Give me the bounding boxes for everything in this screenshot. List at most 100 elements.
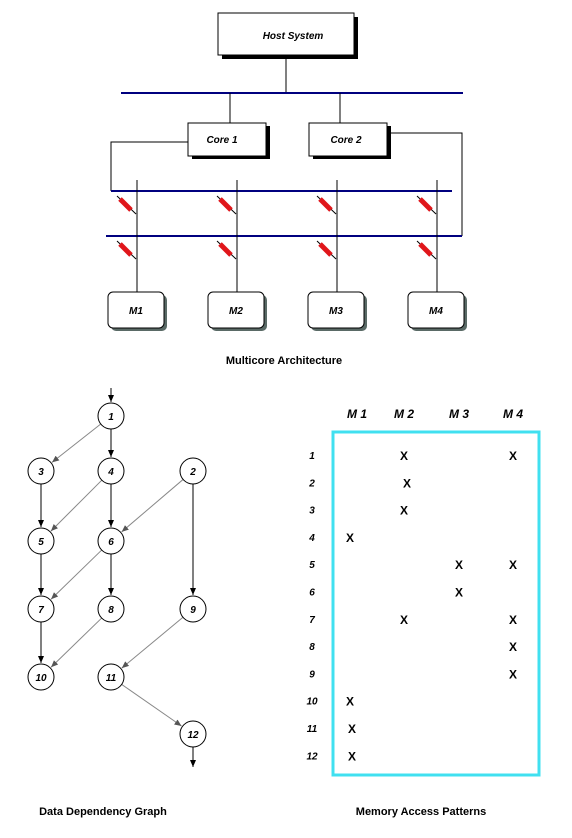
row-header-6: 6 (309, 588, 315, 599)
memory-column-2: M2 (207, 180, 267, 331)
memory-box-1: M1 (107, 291, 167, 331)
graph-node-8: 8 (97, 595, 125, 623)
access-mark-r1-m4: X (509, 449, 517, 463)
access-mark-r11-m1: X (348, 722, 356, 736)
switch-lower-2 (216, 240, 237, 260)
graph-node-label: 3 (38, 467, 44, 478)
graph-node-label: 9 (190, 605, 196, 616)
graph-node-1: 1 (97, 402, 125, 430)
row-header-2: 2 (308, 478, 315, 489)
core-1-box: Core 1 (187, 122, 270, 159)
row-header-1: 1 (309, 451, 315, 462)
switch-lower-4 (416, 240, 437, 260)
memory-label: M4 (429, 306, 443, 317)
access-mark-r4-m1: X (346, 531, 354, 545)
graph-node-5: 5 (27, 527, 55, 555)
access-mark-r3-m2: X (400, 504, 408, 518)
row-header-9: 9 (309, 669, 315, 680)
row-header-4: 4 (308, 533, 315, 544)
edge-4-5 (50, 479, 103, 532)
graph-node-10: 10 (27, 663, 55, 691)
row-header-11: 11 (307, 724, 318, 735)
graph-node-label: 1 (108, 412, 114, 423)
column-header-1: M 1 (347, 407, 367, 421)
switch-upper-4 (416, 195, 437, 215)
switch-upper-2 (216, 195, 237, 215)
core-2-label: Core 2 (330, 135, 362, 146)
access-mark-r5-m3: X (455, 558, 463, 572)
graph-node-label: 5 (38, 537, 44, 548)
access-mark-r1-m2: X (400, 449, 408, 463)
host-system-label: Host System (263, 31, 324, 42)
graph-node-label: 2 (189, 467, 196, 478)
graph-node-3: 3 (27, 457, 55, 485)
access-column-headers: M 1 M 2 M 3 M 4 (347, 407, 523, 421)
graph-node-9: 9 (179, 595, 207, 623)
row-header-12: 12 (306, 751, 318, 762)
graph-edges (38, 388, 196, 767)
graph-node-label: 10 (35, 673, 47, 684)
access-mark-r12-m1: X (348, 749, 356, 763)
row-header-3: 3 (309, 506, 315, 517)
row-header-8: 8 (309, 642, 315, 653)
graph-node-4: 4 (97, 457, 125, 485)
row-header-7: 7 (309, 615, 315, 626)
memory-columns: M1 M2 M3 M4 (107, 180, 467, 331)
access-mark-r7-m2: X (400, 613, 408, 627)
edge-11-12 (121, 684, 182, 727)
column-header-2: M 2 (394, 407, 414, 421)
access-mark-r7-m4: X (509, 613, 517, 627)
memory-box-2: M2 (207, 291, 267, 331)
memory-column-1: M1 (107, 180, 167, 331)
memory-column-4: M4 (407, 180, 467, 331)
memory-label: M1 (129, 306, 143, 317)
edge-9-11 (121, 616, 184, 669)
architecture-caption: Multicore Architecture (226, 355, 342, 367)
graph-node-2: 2 (179, 457, 207, 485)
access-mark-r2-m2: X (403, 476, 411, 490)
switch-lower-3 (316, 240, 337, 260)
edge-1-3 (51, 423, 102, 463)
core-1-label: Core 1 (206, 135, 238, 146)
row-header-10: 10 (306, 697, 318, 708)
switch-upper-3 (316, 195, 337, 215)
column-header-4: M 4 (503, 407, 523, 421)
graph-node-label: 4 (107, 467, 114, 478)
graph-node-label: 7 (38, 605, 44, 616)
edge-6-7 (50, 549, 103, 600)
graph-node-label: 6 (108, 537, 114, 548)
access-caption: Memory Access Patterns (356, 806, 486, 818)
memory-column-3: M3 (307, 180, 367, 331)
graph-node-label: 8 (108, 605, 114, 616)
graph-node-label: 11 (106, 673, 117, 684)
graph-node-6: 6 (97, 527, 125, 555)
memory-label: M3 (329, 306, 343, 317)
access-mark-r6-m3: X (455, 586, 463, 600)
switch-lower-1 (116, 240, 137, 260)
column-header-3: M 3 (449, 407, 469, 421)
core-2-box: Core 2 (308, 122, 391, 159)
access-mark-r9-m4: X (509, 667, 517, 681)
access-table-border (331, 430, 541, 777)
switch-upper-1 (116, 195, 137, 215)
graph-node-label: 12 (187, 730, 199, 741)
access-mark-r5-m4: X (509, 558, 517, 572)
memory-box-4: M4 (407, 291, 467, 331)
memory-label: M2 (229, 306, 243, 317)
row-header-5: 5 (309, 560, 315, 571)
graph-node-11: 11 (97, 663, 125, 691)
graph-node-12: 12 (179, 720, 207, 748)
access-mark-r10-m1: X (346, 695, 354, 709)
architecture-diagram: Host System Core 1 Core 2 M1 M2 M3 M4 Multi… (106, 12, 467, 367)
memory-box-3: M3 (307, 291, 367, 331)
graph-node-7: 7 (27, 595, 55, 623)
graph-caption: Data Dependency Graph (39, 806, 167, 818)
edge-2-6 (121, 479, 184, 533)
host-system-box: Host System (217, 12, 358, 59)
